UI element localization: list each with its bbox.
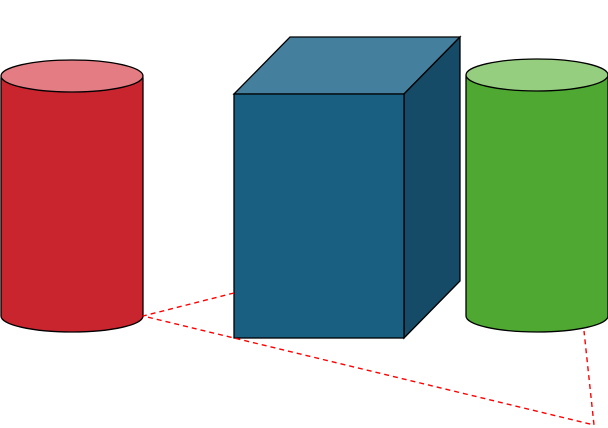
red-cylinder-body xyxy=(0,77,144,333)
green-cylinder-top xyxy=(465,58,608,92)
green-cylinder xyxy=(465,58,608,333)
blue-box xyxy=(232,35,462,340)
blue-box-front xyxy=(233,93,405,339)
red-cylinder-top xyxy=(0,59,144,93)
green-cylinder-body xyxy=(465,75,608,333)
dashed-connector xyxy=(142,292,595,426)
red-cylinder xyxy=(0,59,144,333)
